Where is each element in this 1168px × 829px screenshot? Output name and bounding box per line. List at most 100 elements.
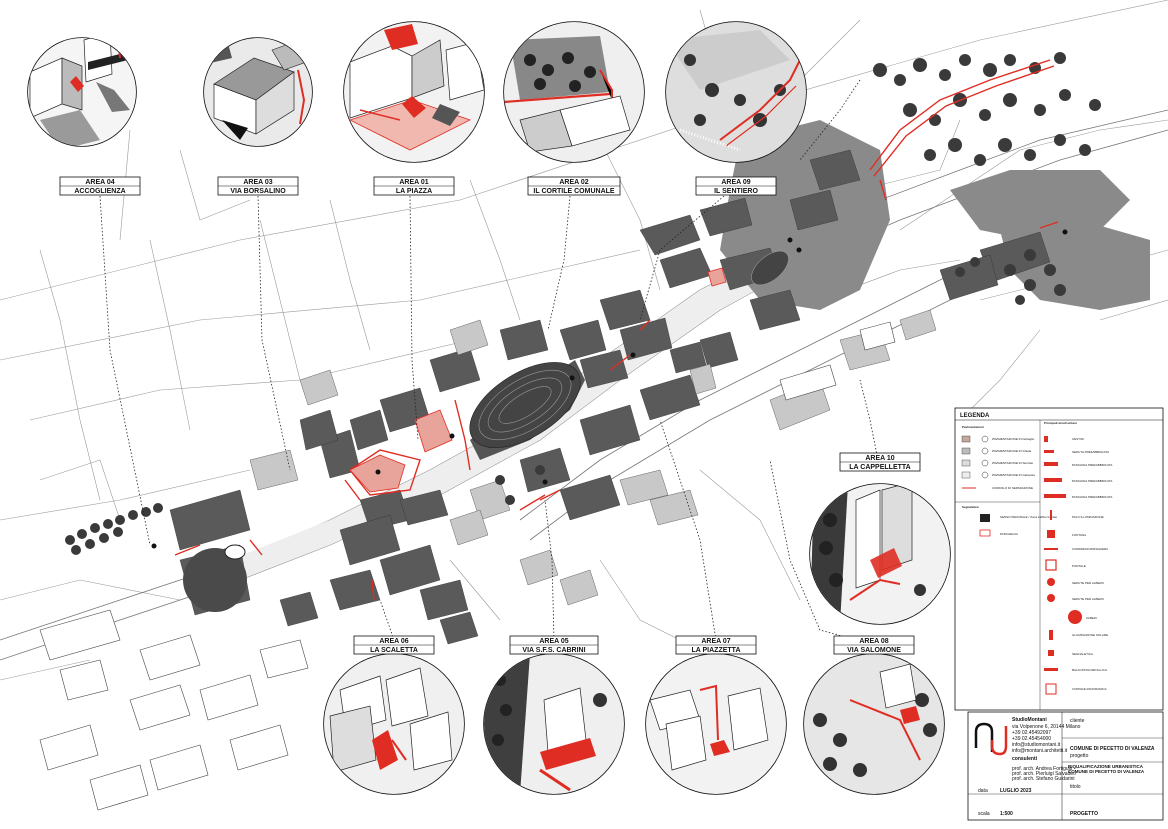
- studio-email: info@studiomontani.it: [1012, 742, 1061, 748]
- area-name: IL CORTILE COMUNALE: [533, 188, 614, 195]
- area-name: VIA S.F.S. CABRINI: [522, 647, 585, 654]
- legend-pav-item: PAVIMENTAZIONE IN Sterrato: [992, 461, 1034, 465]
- detail-view-area-07[interactable]: [645, 653, 787, 795]
- area-label-09: AREA 09 IL SENTIERO: [695, 176, 777, 196]
- area-labels: AREA 04 ACCOGLIENZA AREA 03 VIA BORSALIN…: [59, 176, 921, 655]
- legend-furn-item: SEDUTE PER ALBERO: [1072, 597, 1105, 601]
- area-code: AREA 09: [721, 179, 750, 186]
- area-code: AREA 02: [559, 179, 588, 186]
- legend-sign-item: SENSO PEDONALE / Zona traffico limitato: [1000, 515, 1057, 519]
- progetto-label: progetto: [1070, 753, 1089, 759]
- area-code: AREA 08: [859, 638, 888, 645]
- data-label: data: [978, 788, 988, 794]
- legend-panel: LEGENDA Pavimentazioni Principali arredi…: [954, 407, 1164, 711]
- studio-phone: +39 02.45492097: [1012, 730, 1051, 736]
- scala-value: 1:500: [1000, 811, 1013, 817]
- area-code: AREA 05: [539, 638, 568, 645]
- detail-view-area-01[interactable]: [343, 21, 485, 163]
- legend-furniture: CESTINI SEDUTA PREFABBRICATA PANCHINA PR…: [1044, 436, 1112, 695]
- cliente-value: COMUNE DI PECETTO DI VALENZA: [1070, 746, 1155, 752]
- area-name: LA PIAZZA: [396, 188, 432, 195]
- detail-view-area-03[interactable]: [200, 36, 313, 147]
- legend-furn-item: SEDUTE PER ALBERO: [1072, 581, 1105, 585]
- area-label-10: AREA 10 LA CAPPELLETTA: [839, 452, 921, 472]
- studio-name: StudioMontani: [1012, 717, 1047, 723]
- detail-view-area-10[interactable]: [809, 482, 951, 625]
- detail-view-area-08[interactable]: [803, 653, 945, 795]
- area-name: LA PIAZZETTA: [692, 647, 741, 654]
- studio-address: via Volpenone 6, 20144 Milano: [1012, 724, 1081, 730]
- legend-pav-swatches: PAVIMENTAZIONE IN Dettaglio PAVIMENTAZIO…: [961, 435, 1036, 490]
- studio-email: info@montani.architetti.it: [1012, 748, 1068, 754]
- area-code: AREA 04: [85, 179, 114, 186]
- scala-label: scala: [978, 811, 990, 817]
- buildings-light: [249, 309, 937, 606]
- legend-pav-item: PAVIMENTAZIONE IN Ghiaia: [992, 449, 1032, 453]
- area-name: VIA SALOMONE: [847, 647, 901, 654]
- area-label-04: AREA 04 ACCOGLIENZA: [59, 176, 141, 196]
- legend-signage-heading: Segnaletica: [962, 505, 979, 509]
- terraced-hill: [469, 250, 789, 460]
- area-code: AREA 06: [379, 638, 408, 645]
- legend-furn-item: CORNICE PANORAMICA: [1072, 687, 1107, 691]
- legend-furn-heading: Principali arredi urbani: [1044, 421, 1077, 425]
- area-name: VIA BORSALINO: [230, 188, 286, 195]
- red-interventions: [174, 59, 1059, 601]
- legend-furn-item: PALO ILLUMINAZIONE: [1072, 515, 1104, 519]
- area-code: AREA 03: [243, 179, 272, 186]
- area-code: AREA 01: [399, 179, 428, 186]
- studio-phone: +39 02.45454000: [1012, 736, 1051, 742]
- area-label-05: AREA 05 VIA S.F.S. CABRINI: [509, 635, 599, 655]
- area-label-01: AREA 01 LA PIAZZA: [373, 176, 455, 196]
- legend-furn-item: SEDUTA PREFABBRICATA: [1072, 450, 1109, 454]
- area-label-08: AREA 08 VIA SALOMONE: [833, 635, 915, 655]
- consultant: prof. arch. Stefano Guidarini: [1012, 776, 1075, 782]
- area-label-02: AREA 02 IL CORTILE COMUNALE: [527, 176, 621, 196]
- data-value: LUGLIO 2023: [1000, 788, 1032, 794]
- area-name: IL SENTIERO: [714, 188, 758, 195]
- legend-furn-item: PANCHINA PREFABBRICATA: [1072, 495, 1112, 499]
- area-code: AREA 10: [865, 455, 894, 462]
- legend-furn-item: PANCHINA PREFABBRICATA: [1072, 463, 1112, 467]
- detail-view-area-06[interactable]: [323, 653, 465, 795]
- area-markers: [151, 229, 1068, 549]
- detail-view-area-02[interactable]: [503, 21, 645, 163]
- area-name: LA CAPPELLETTA: [849, 464, 910, 471]
- area-label-06: AREA 06 LA SCALETTA: [353, 635, 435, 655]
- studio-logo-icon: [974, 722, 1008, 756]
- legend-pav-item: PAVIMENTAZIONE IN Calcestre: [992, 473, 1036, 477]
- title-block: StudioMontani via Volpenone 6, 20144 Mil…: [967, 711, 1164, 821]
- detail-view-area-05[interactable]: [483, 653, 625, 795]
- legend-sign-item: PARCHEGGI: [1000, 532, 1018, 536]
- legend-furn-item: PANCHINA PREFABBRICATA: [1072, 479, 1112, 483]
- legend-pav-item: PAVIMENTAZIONE IN Dettaglio: [992, 437, 1035, 441]
- tree-clusters: [65, 52, 1101, 555]
- legend-title: LEGENDA: [960, 413, 990, 419]
- fase-value: PROGETTO: [1070, 811, 1098, 817]
- legend-furn-item: ALBERI: [1086, 616, 1097, 620]
- legend-furn-item: CORRIMANO/RINGHIERA: [1072, 547, 1108, 551]
- area-name: LA SCALETTA: [370, 647, 418, 654]
- consulenti-label: consulenti: [1012, 756, 1038, 762]
- legend-furn-item: FONTANA: [1072, 533, 1086, 537]
- legend-furn-item: BALAUSTRA METALLICA: [1072, 668, 1107, 672]
- progetto-value: RIQUALIFICAZIONE URBANISTICA COMUNE DI P…: [1068, 764, 1145, 774]
- consultant: prof. arch. Andrea Fortiguis: [1012, 766, 1073, 772]
- area-name: ACCOGLIENZA: [74, 188, 125, 195]
- legend-furn-item: ILLUMINAZIONE SOLARE: [1072, 633, 1108, 637]
- legend-furn-item: CESTINI: [1072, 437, 1084, 441]
- legend-pav-item: CORDOLO DI SEPARAZIONE: [992, 486, 1033, 490]
- detail-view-area-04[interactable]: [27, 32, 137, 150]
- cliente-label: cliente: [1070, 718, 1085, 724]
- legend-pav-heading: Pavimentazioni: [962, 425, 984, 429]
- detail-view-area-09[interactable]: [665, 21, 807, 163]
- church-block: [183, 544, 247, 612]
- area-label-07: AREA 07 LA PIAZZETTA: [675, 635, 757, 655]
- titolo-label: titolo: [1070, 784, 1081, 790]
- area-code: AREA 07: [701, 638, 730, 645]
- consultant: prof. arch. Pierluigi Salvadeo: [1012, 771, 1076, 777]
- area-label-03: AREA 03 VIA BORSALINO: [217, 176, 299, 196]
- legend-furn-item: PORTALE: [1072, 564, 1086, 568]
